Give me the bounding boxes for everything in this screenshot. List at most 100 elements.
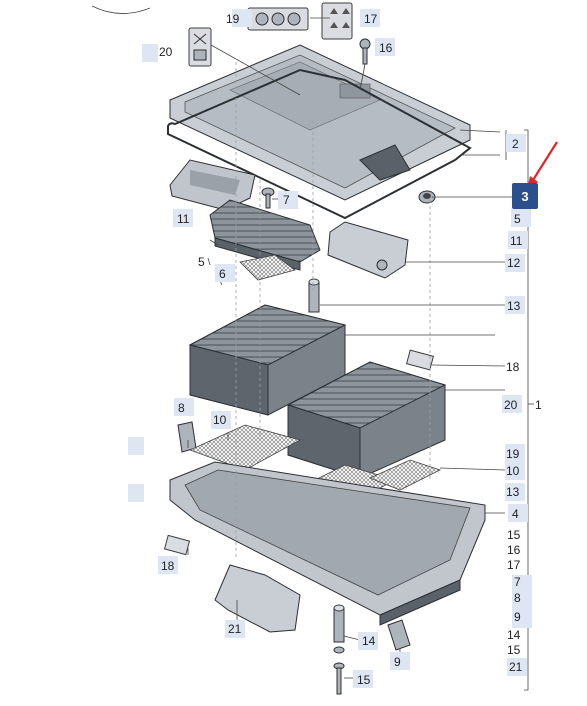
svg-text:8: 8 <box>178 401 185 415</box>
callout-blank-2 <box>128 437 144 455</box>
bracket-11 <box>169 159 256 211</box>
svg-text:19: 19 <box>226 12 240 26</box>
svg-text:12: 12 <box>507 256 521 270</box>
svg-text:1: 1 <box>535 398 542 412</box>
svg-text:17: 17 <box>507 558 521 572</box>
callout[interactable]: 16 <box>375 38 395 56</box>
svg-text:7: 7 <box>514 575 521 589</box>
svg-text:15: 15 <box>507 643 521 657</box>
svg-text:7: 7 <box>283 193 290 207</box>
screw-7 <box>261 187 275 209</box>
callout[interactable]: 14 <box>358 632 378 650</box>
mesh-pad-6 <box>239 254 296 281</box>
bolt-13 <box>308 278 320 313</box>
alignment-lines <box>235 62 431 560</box>
svg-text:20: 20 <box>159 45 173 59</box>
callout-blank-3 <box>128 484 144 502</box>
callout-labels: 19 17 16 20 2 11 7 5 6 12 13 18 8 10 20 … <box>158 9 542 688</box>
callout[interactable]: 10 <box>505 462 525 480</box>
rotation-arc <box>91 5 151 14</box>
warning-sticker-17 <box>321 2 353 40</box>
svg-text:16: 16 <box>379 41 393 55</box>
callout[interactable]: 13 <box>505 296 525 314</box>
svg-text:10: 10 <box>213 413 227 427</box>
callout[interactable]: 17 <box>360 9 380 27</box>
svg-text:19: 19 <box>506 447 520 461</box>
svg-text:5: 5 <box>514 212 521 226</box>
callout[interactable]: 15 <box>353 670 373 688</box>
svg-text:14: 14 <box>362 634 376 648</box>
connector-plate-18b <box>163 534 191 556</box>
callout[interactable]: 7 <box>512 575 532 593</box>
svg-text:14: 14 <box>507 628 521 642</box>
svg-text:9: 9 <box>514 610 521 624</box>
callout[interactable]: 9 <box>390 652 410 670</box>
svg-text:4: 4 <box>512 507 519 521</box>
callout[interactable]: 4 <box>508 504 528 522</box>
mesh-pad-10c <box>368 459 442 491</box>
callout[interactable]: 5 <box>198 255 205 269</box>
callout[interactable]: 19 <box>226 9 252 27</box>
callout[interactable]: 11 <box>173 209 193 227</box>
svg-text:16: 16 <box>507 543 521 557</box>
svg-text:2: 2 <box>512 137 519 151</box>
svg-text:20: 20 <box>504 398 518 412</box>
highlight-badge-3[interactable]: 3 <box>512 183 538 209</box>
svg-text:18: 18 <box>506 360 520 374</box>
callout[interactable]: 13 <box>505 483 525 501</box>
callout[interactable]: 5 <box>511 209 531 227</box>
battery-module-left <box>188 304 347 416</box>
screw-16 <box>359 38 371 65</box>
callout[interactable]: 2 <box>506 134 526 152</box>
spacer-9 <box>387 619 411 651</box>
svg-text:13: 13 <box>506 485 520 499</box>
svg-text:21: 21 <box>509 660 523 674</box>
seal-gasket <box>167 68 472 220</box>
callout[interactable]: 21 <box>507 658 527 676</box>
svg-text:5: 5 <box>198 255 205 269</box>
svg-text:3: 3 <box>521 189 528 204</box>
highlight-arrow <box>527 141 558 190</box>
callout[interactable]: 9 <box>512 610 532 628</box>
callout[interactable]: 20 <box>159 45 173 59</box>
callout[interactable]: 15 <box>507 528 521 542</box>
callout[interactable]: 8 <box>174 398 194 416</box>
callout-blank-1 <box>142 44 158 62</box>
callout[interactable]: 14 <box>507 628 521 642</box>
svg-text:18: 18 <box>161 559 175 573</box>
callout[interactable]: 18 <box>158 556 178 574</box>
callout[interactable]: 16 <box>507 543 521 557</box>
bolt-14 <box>333 604 345 654</box>
callout[interactable]: 15 <box>507 643 521 657</box>
label-plate-20 <box>188 27 212 67</box>
callout[interactable]: 20 <box>502 395 522 413</box>
cover-12 <box>327 221 409 279</box>
callout[interactable]: 6 <box>215 264 235 282</box>
grommet <box>418 190 436 204</box>
spacer-8 <box>177 421 197 453</box>
svg-text:9: 9 <box>394 655 401 669</box>
svg-text:10: 10 <box>506 464 520 478</box>
housing-tray-4 <box>169 461 486 626</box>
svg-text:21: 21 <box>228 622 242 636</box>
callout[interactable]: 17 <box>507 558 521 572</box>
svg-text:8: 8 <box>514 591 521 605</box>
callout[interactable]: 11 <box>508 231 528 249</box>
mesh-pad-10a <box>188 424 302 471</box>
callout[interactable]: 1 <box>535 398 542 412</box>
callout[interactable]: 10 <box>211 411 231 429</box>
callout[interactable]: 12 <box>505 254 525 272</box>
battery-module-right <box>286 361 447 479</box>
svg-text:15: 15 <box>507 528 521 542</box>
callout[interactable]: 21 <box>225 620 245 638</box>
callout[interactable]: 18 <box>506 360 520 374</box>
top-cover <box>169 44 471 201</box>
screw-15 <box>333 662 345 695</box>
callout[interactable]: 19 <box>505 444 525 462</box>
callout[interactable]: 7 <box>278 191 298 209</box>
svg-text:6: 6 <box>219 267 226 281</box>
callout[interactable]: 8 <box>512 591 532 610</box>
label-sticker-19 <box>247 7 309 31</box>
